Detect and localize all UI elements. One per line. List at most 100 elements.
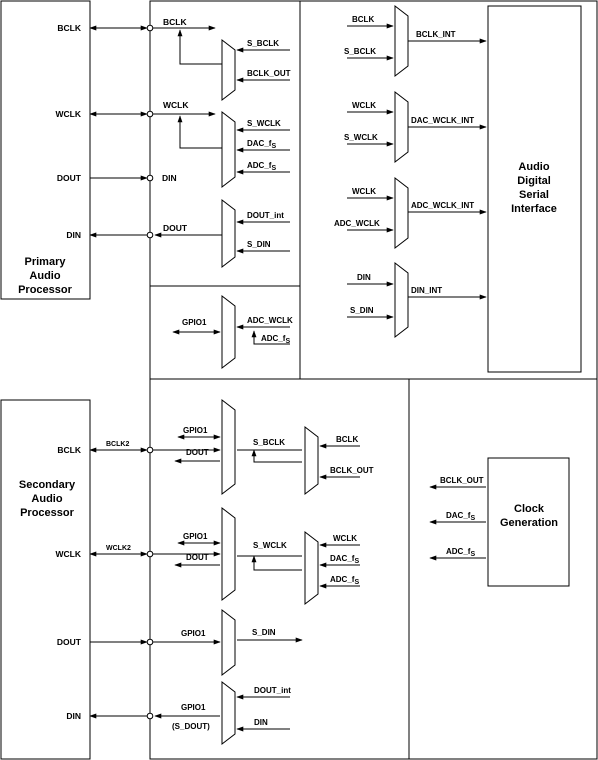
label-dout-int: DOUT_int xyxy=(247,211,284,220)
dac-wclk-int-mux xyxy=(394,90,409,164)
label-din-int: DIN_INT xyxy=(411,286,442,295)
label-gpio1: GPIO1 xyxy=(182,318,207,327)
secondary-pin-din: DIN xyxy=(66,711,81,721)
label-int-wclk: WCLK xyxy=(352,101,376,110)
clock-generation-block xyxy=(487,457,570,587)
primary-pin-dout: DOUT xyxy=(57,173,82,183)
label-sec-gpio1-a: GPIO1 xyxy=(183,426,208,435)
secondary-dout-mux xyxy=(221,608,236,677)
primary-title-2: Audio xyxy=(29,270,60,282)
primary-audio-processor-block xyxy=(0,0,91,300)
label-sec-dac-fs: DAC_fS xyxy=(330,554,359,565)
label-s-wclk: S_WCLK xyxy=(247,119,281,128)
wclk-bus-label: WCLK xyxy=(163,100,189,110)
junction-dot xyxy=(146,231,154,239)
primary-pin-din: DIN xyxy=(66,230,81,240)
label-sec-s-bclk: S_BCLK xyxy=(253,438,285,447)
primary-bclk-mux xyxy=(221,38,236,102)
label-sec-s-dout: (S_DOUT) xyxy=(172,722,210,731)
secondary-wclk-mux xyxy=(221,506,236,602)
label-clk-bclk-out: BCLK_OUT xyxy=(440,476,484,485)
label-int-bclk: BCLK xyxy=(352,15,374,24)
bclk-mux-out xyxy=(177,29,222,65)
junction-dot xyxy=(146,446,154,454)
dout-bus-label: DOUT xyxy=(163,223,188,233)
label-bclk-int: BCLK_INT xyxy=(416,30,456,39)
primary-title-1: Primary xyxy=(25,256,67,268)
clockgen-title-2: Generation xyxy=(500,517,558,529)
label-sec-gpio1-c: GPIO1 xyxy=(181,629,206,638)
label-sec-s-wclk: S_WCLK xyxy=(253,541,287,550)
label-sec-dout-a: DOUT xyxy=(186,448,209,457)
label-int-din: DIN xyxy=(357,273,371,282)
label-adc-fs-gpio: ADC_fS xyxy=(261,334,290,345)
label-int-s-din: S_DIN xyxy=(350,306,374,315)
primary-dout-mux xyxy=(221,198,236,269)
primary-wclk-mux xyxy=(221,110,236,189)
label-dac-fs: DAC_fS xyxy=(247,139,276,150)
label-adc-wclk-int: ADC_WCLK_INT xyxy=(411,201,474,210)
din-bus-label: DIN xyxy=(162,173,177,183)
label-int-adc-wclk: ADC_WCLK xyxy=(334,219,380,228)
gpio-region xyxy=(149,285,301,380)
label-adc-fs: ADC_fS xyxy=(247,161,276,172)
secondary-bclk-mux xyxy=(221,398,236,496)
label-int-wclk-2: WCLK xyxy=(352,187,376,196)
wclk-mux-out xyxy=(177,115,222,149)
secondary-title-2: Audio xyxy=(31,493,62,505)
label-int-s-bclk: S_BCLK xyxy=(344,47,376,56)
label-sec-s-din: S_DIN xyxy=(252,628,276,637)
din-int-mux xyxy=(394,261,409,339)
adsi-title-4: Interface xyxy=(511,203,557,215)
label-sec-bclk-in: BCLK xyxy=(336,435,358,444)
bclk-bus-label: BCLK xyxy=(163,17,187,27)
adsi-title-2: Digital xyxy=(517,175,551,187)
adc-wclk-int-mux xyxy=(394,176,409,250)
secondary-interface-region xyxy=(149,378,410,760)
label-sec-dout-b: DOUT xyxy=(186,553,209,562)
label-sec-din-in: DIN xyxy=(254,718,268,727)
label-dac-wclk-int: DAC_WCLK_INT xyxy=(411,116,474,125)
audio-digital-serial-interface-block xyxy=(487,5,582,373)
primary-pin-bclk: BCLK xyxy=(57,23,81,33)
label-bclk-out: BCLK_OUT xyxy=(247,69,291,78)
junction-dot xyxy=(146,712,154,720)
internal-mux-region xyxy=(299,0,598,380)
secondary-bclk-source-mux xyxy=(304,425,319,496)
bclk-int-mux xyxy=(394,4,409,78)
gpio-mux xyxy=(221,294,236,370)
secondary-pin-dout: DOUT xyxy=(57,637,82,647)
label-sec-wclk-in: WCLK xyxy=(333,534,357,543)
junction-dot xyxy=(146,110,154,118)
secondary-wclk-source-mux xyxy=(304,530,319,606)
secondary-pin-bclk: BCLK xyxy=(57,445,81,455)
junction-dot xyxy=(146,638,154,646)
clockgen-title-1: Clock xyxy=(514,503,545,515)
primary-title-3: Processor xyxy=(18,284,73,296)
adsi-title-1: Audio xyxy=(518,161,549,173)
bclk2-label: BCLK2 xyxy=(106,441,129,448)
junction-dot xyxy=(146,550,154,558)
label-sec-gpio1-b: GPIO1 xyxy=(183,532,208,541)
secondary-title-3: Processor xyxy=(20,507,75,519)
label-int-s-wclk: S_WCLK xyxy=(344,133,378,142)
label-sec-bclk-out-in: BCLK_OUT xyxy=(330,466,374,475)
label-s-din: S_DIN xyxy=(247,240,271,249)
clock-region xyxy=(408,378,598,760)
secondary-title-1: Secondary xyxy=(19,479,76,491)
label-clk-dac-fs: DAC_fS xyxy=(446,511,475,522)
label-s-bclk: S_BCLK xyxy=(247,39,279,48)
label-clk-adc-fs: ADC_fS xyxy=(446,547,475,558)
primary-pin-wclk: WCLK xyxy=(56,109,82,119)
junction-dot xyxy=(146,24,154,32)
secondary-din-mux xyxy=(221,680,236,746)
wclk2-label: WCLK2 xyxy=(106,545,131,552)
secondary-pin-wclk: WCLK xyxy=(56,549,82,559)
label-sec-adc-fs: ADC_fS xyxy=(330,575,359,586)
secondary-audio-processor-block xyxy=(0,399,91,760)
label-sec-gpio1-d: GPIO1 xyxy=(181,703,206,712)
label-adc-wclk: ADC_WCLK xyxy=(247,316,293,325)
adsi-title-3: Serial xyxy=(519,189,549,201)
junction-dot xyxy=(146,174,154,182)
